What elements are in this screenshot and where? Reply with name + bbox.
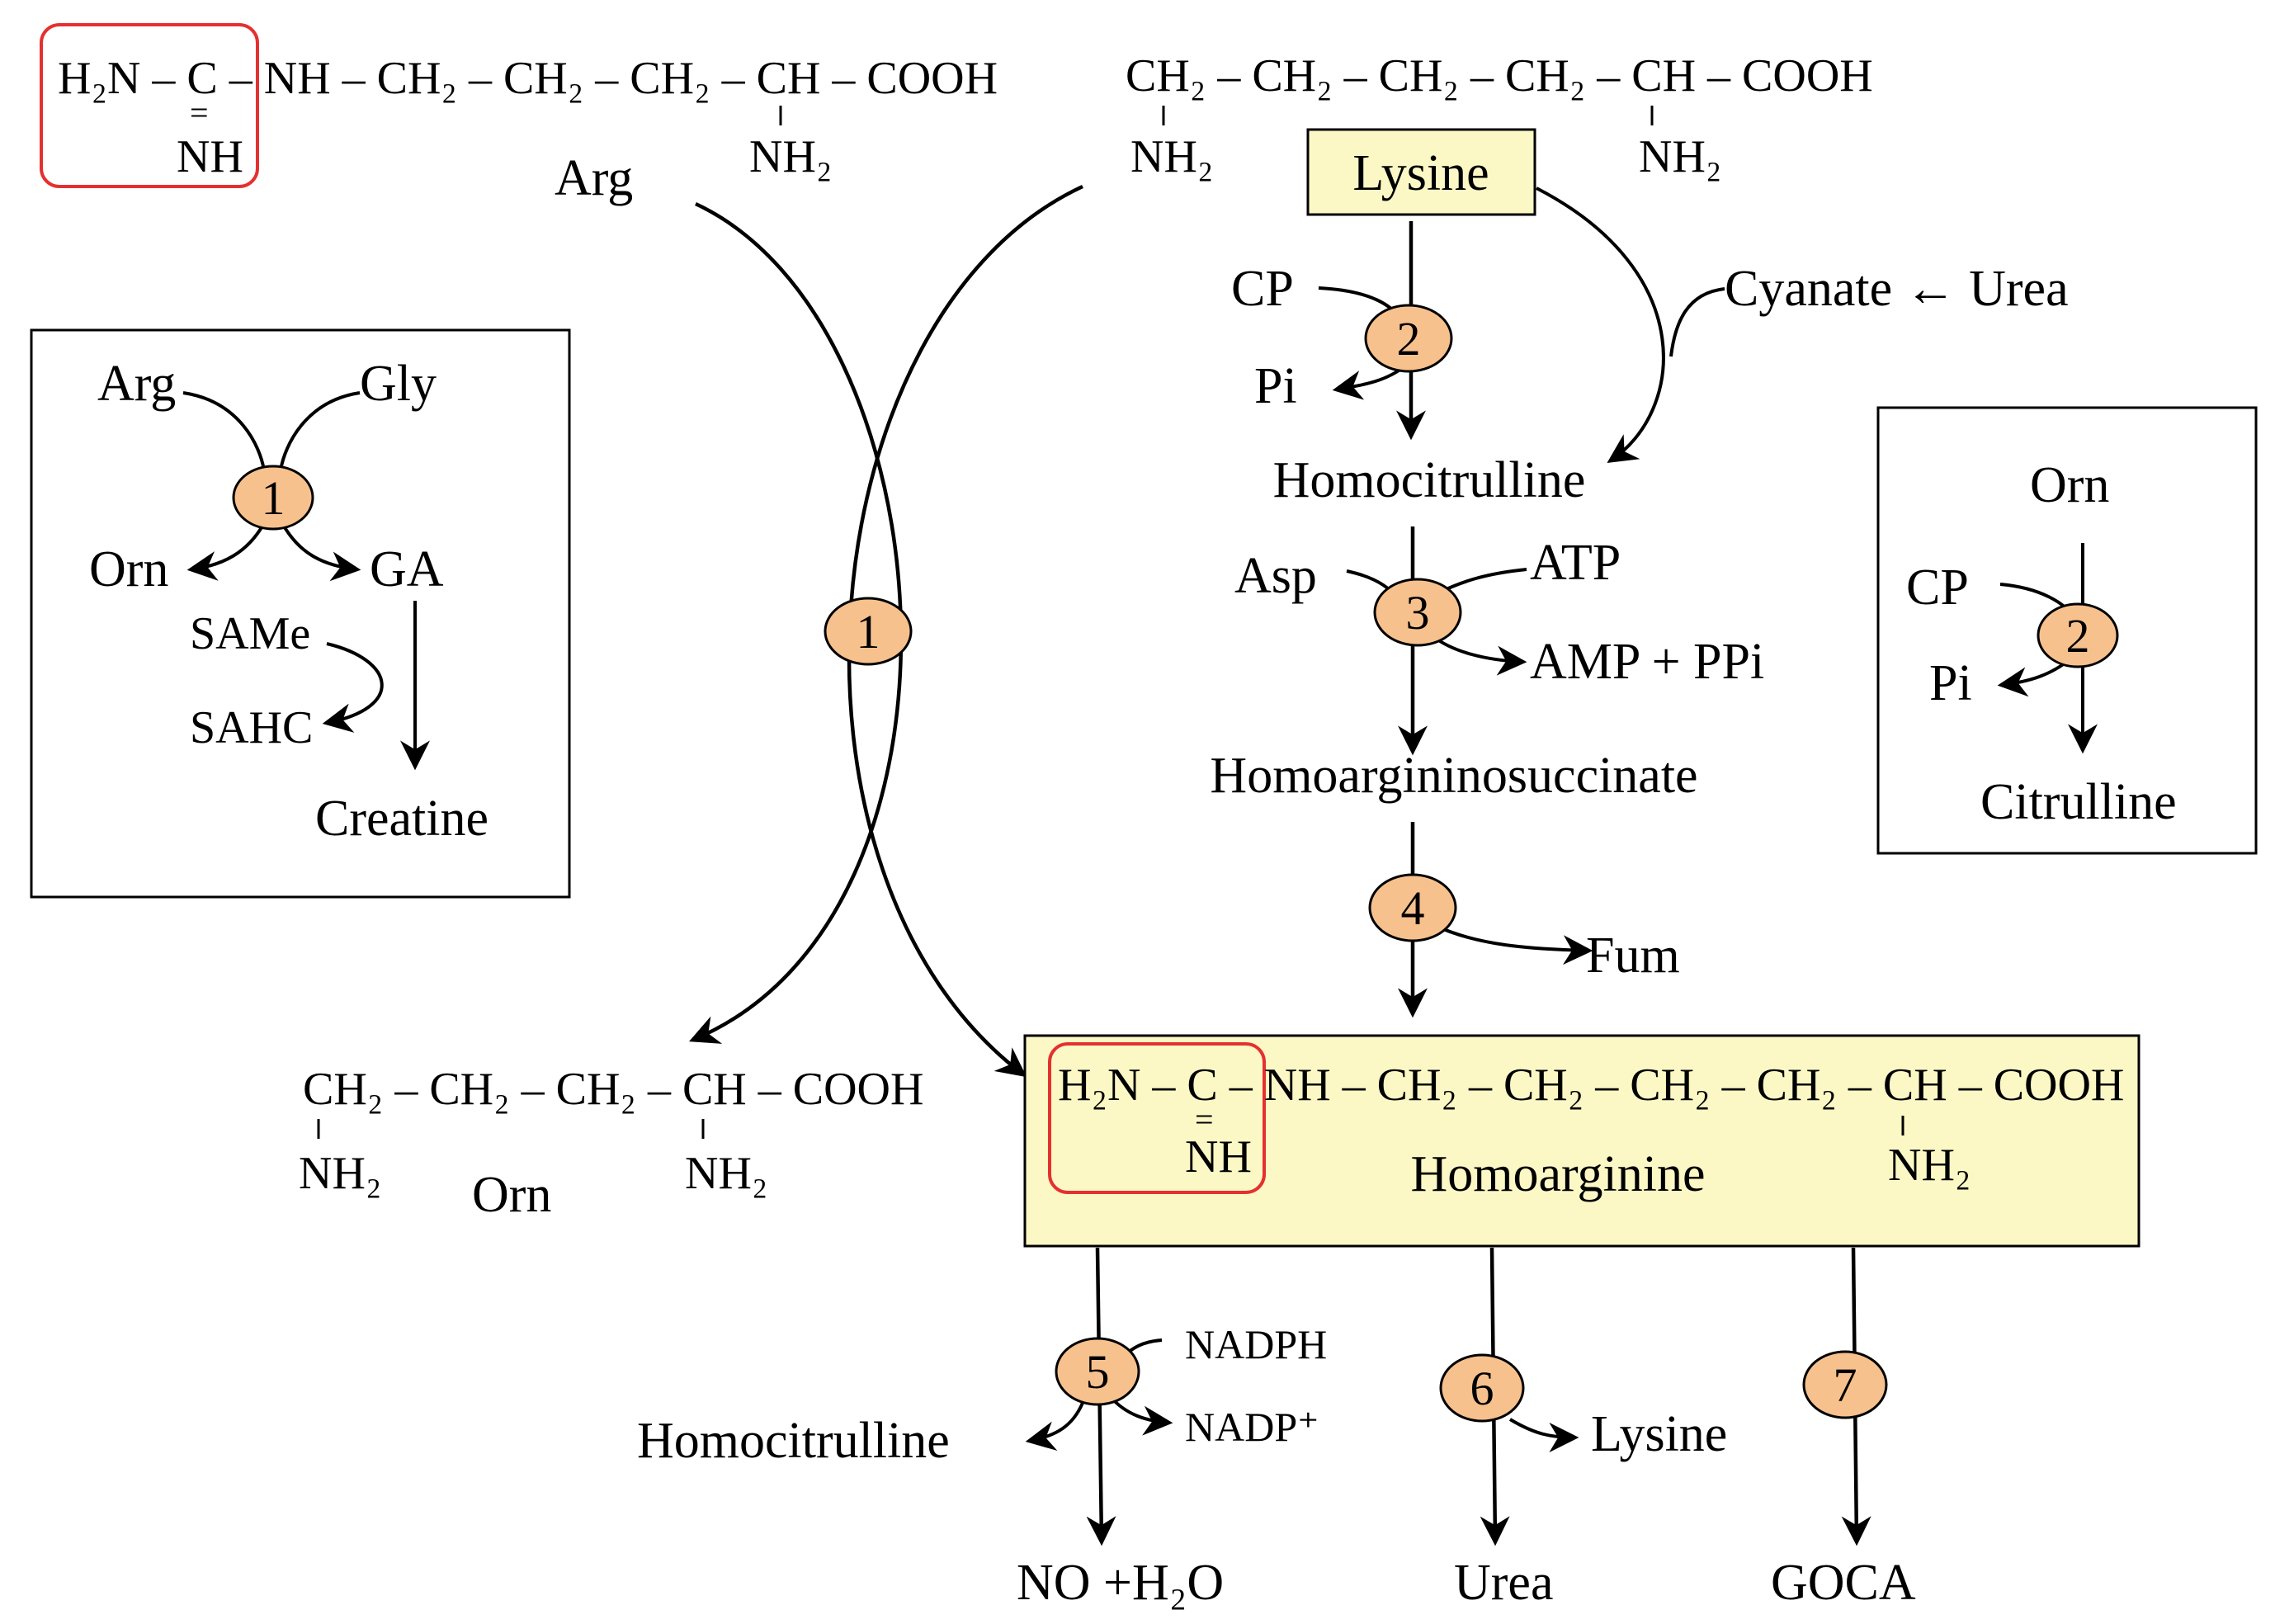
lysine-eps-amine: NH₂ (1130, 131, 1213, 182)
inset2-cp: CP (1906, 559, 1969, 616)
citrulline-inset-box (1876, 406, 2258, 855)
homoarginine-imine: NH (1185, 1131, 1252, 1183)
enzyme-1-circle (824, 597, 913, 666)
lysine-formula: CH₂ – CH₂ – CH₂ – CH₂ – CH – COOH (1126, 50, 1873, 102)
goca-label: GOCA (1771, 1555, 1916, 1611)
pi-label: Pi (1254, 358, 1297, 414)
lysine-highlight-box (1306, 128, 1536, 216)
enzyme-1-label: 1 (857, 605, 880, 659)
enzyme-4-circle (1368, 873, 1457, 942)
enzyme-6-label: 6 (1470, 1362, 1494, 1415)
homoargininosuccinate-label: Homoargininosuccinate (1210, 748, 1697, 804)
inset-sahc: SAHC (190, 702, 313, 753)
inset-gly: Gly (360, 356, 437, 412)
inset2-orn: Orn (2030, 457, 2109, 513)
lysine-out-curve (1508, 1418, 1579, 1452)
inset-same: SAMe (190, 608, 310, 659)
inset-gly-curve (279, 391, 361, 471)
arg-imine-bond: = (190, 94, 209, 131)
inset-arg-curve (182, 391, 266, 471)
lysine-label: Lysine (1352, 145, 1489, 201)
nadph-label: NADPH (1185, 1321, 1327, 1367)
enzyme-4-label: 4 (1401, 881, 1425, 935)
cyanate-urea-label: Cyanate ← Urea (1725, 261, 2069, 317)
inset-arg: Arg (97, 356, 176, 412)
homoarginine-guanidino-highlight-box (1048, 1042, 1266, 1194)
enzyme-3-circle (1373, 578, 1462, 647)
arg-label: Arg (555, 150, 633, 206)
enzyme-2-label: 2 (1397, 312, 1421, 366)
homoarginine-formula: H₂N – C – NH – CH₂ – CH₂ – CH₂ – CH₂ – C… (1058, 1060, 2124, 1111)
homoarginine-label: Homoarginine (1410, 1146, 1705, 1202)
enzyme-2-circle (1364, 304, 1453, 373)
orn-delta-amine: NH₂ (299, 1148, 381, 1199)
lysine-alpha-amine: NH₂ (1639, 131, 1721, 182)
inset2-enzyme-2-circle (2037, 602, 2119, 668)
inset-same-to-sahc-curve (322, 642, 384, 733)
inset-creatine: Creatine (315, 791, 489, 847)
lysine-to-homocitrulline-urea-arc (1536, 186, 1665, 463)
arg-guanidino-highlight-box (40, 23, 259, 188)
enzyme-5-label: 5 (1086, 1345, 1110, 1399)
fum-label: Fum (1586, 928, 1680, 984)
arg-formula: H₂N – C – NH – CH₂ – CH₂ – CH₂ – CH – CO… (58, 53, 998, 104)
fum-curve (1435, 924, 1593, 965)
enzyme-3-label: 3 (1406, 586, 1430, 640)
inset-orn: Orn (89, 541, 168, 597)
arg-alpha-amine: NH₂ (749, 131, 832, 182)
inset2-pi: Pi (1929, 655, 1972, 711)
asp-label: Asp (1234, 548, 1317, 604)
inset-ga-curve (281, 522, 361, 582)
homoarginine-alpha-amine: NH₂ (1888, 1140, 1971, 1191)
arg-imine: NH (177, 131, 243, 182)
nadp-label: NADP⁺ (1185, 1404, 1319, 1450)
inset-ga: GA (370, 541, 444, 597)
creatine-inset-box (30, 328, 571, 899)
amp-ppi-curve (1430, 634, 1527, 676)
enzyme-7-circle (1802, 1350, 1888, 1419)
enzyme-7-label: 7 (1834, 1358, 1857, 1412)
inset-orn-curve (186, 522, 266, 581)
homoarginine-highlight-box (1023, 1034, 2140, 1248)
homocitrulline-out-label: Homocitrulline (637, 1413, 950, 1469)
inset2-citrulline: Citrulline (1980, 774, 2177, 830)
orn-label: Orn (472, 1167, 551, 1223)
inset-enzyme-1-label: 1 (262, 471, 286, 525)
orn-formula: CH₂ – CH₂ – CH₂ – CH – COOH (303, 1064, 923, 1115)
enzyme-5-circle (1055, 1337, 1140, 1406)
lysine-out-label: Lysine (1591, 1406, 1727, 1462)
cyanate-branch-curve (1669, 287, 1725, 357)
orn-alpha-amine: NH₂ (685, 1148, 767, 1199)
enzyme-6-circle (1439, 1353, 1525, 1423)
inset2-enzyme-2-label: 2 (2066, 609, 2090, 663)
amp-ppi-label: AMP + PPi (1530, 634, 1764, 690)
urea-out-label: Urea (1454, 1555, 1553, 1611)
homocitrulline-label: Homocitrulline (1273, 452, 1586, 508)
homoarginine-imine-bond: = (1195, 1101, 1214, 1138)
homocitrulline-out-curve (1025, 1402, 1084, 1452)
cp-label: CP (1231, 261, 1294, 317)
inset-enzyme-1-circle (232, 465, 314, 531)
atp-label: ATP (1530, 535, 1621, 591)
no-h2o-label: NO +H₂O (1017, 1555, 1224, 1611)
